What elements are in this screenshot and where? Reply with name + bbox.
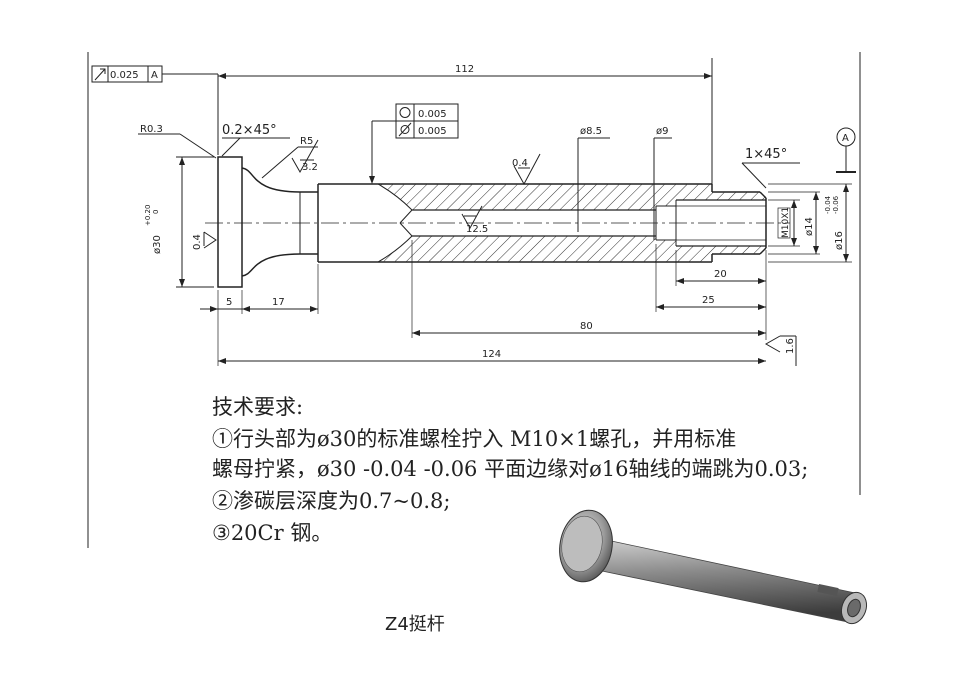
fillet-radius-label: R5 bbox=[300, 136, 313, 147]
dimension-counterbore-length: 25 bbox=[655, 244, 766, 312]
end-chamfer-label: 1×45° bbox=[745, 147, 787, 162]
bore-length-label: 80 bbox=[580, 321, 593, 332]
dimension-thread-length: 20 bbox=[675, 250, 767, 340]
neck-length-label: 17 bbox=[272, 297, 285, 308]
thread-label: M10X1 bbox=[781, 207, 791, 238]
cylindricity-icon bbox=[398, 122, 412, 137]
circle-icon bbox=[399, 107, 411, 118]
requirement-1-line-a: ①行头部为ø30的标准螺栓拧入 M10×1螺孔，并用标准 bbox=[212, 427, 737, 451]
head-thickness-label: 5 bbox=[226, 297, 232, 308]
part-section-view bbox=[205, 156, 790, 288]
runout-tolerance-frame: 0.025 A bbox=[91, 65, 219, 155]
overall-124-label: 124 bbox=[482, 349, 501, 360]
head-radius-label: R0.3 bbox=[140, 124, 163, 135]
roughness-bore-label: 12.5 bbox=[466, 224, 488, 235]
roughness-shank-symbol: 0.4 bbox=[512, 153, 541, 186]
shank-tol-lower: -0.06 bbox=[832, 195, 840, 214]
neck-diameter-label: ø14 bbox=[804, 217, 815, 236]
dimension-head-neck: 5 17 bbox=[200, 264, 319, 314]
requirement-1-line-b: 螺母拧紧，ø30 -0.04 -0.06 平面边缘对ø16轴线的端跳为0.03; bbox=[212, 457, 809, 481]
datum-a-marker: A bbox=[836, 127, 856, 173]
roughness-3-2-label: 3.2 bbox=[302, 162, 318, 173]
roughness-shank-label: 0.4 bbox=[512, 158, 528, 169]
shank-diameter-label: ø16 bbox=[834, 231, 845, 250]
roughness-face-symbol: 0.4 bbox=[192, 231, 217, 250]
cylindricity-value: 0.005 bbox=[418, 126, 447, 137]
figure-caption: Z4挺杆 bbox=[385, 614, 445, 635]
dimension-head-diameter: ø30 +0.20 0 bbox=[144, 156, 214, 288]
shank-tol-upper: -0.04 bbox=[824, 195, 832, 214]
roughness-bore-symbol: 12.5 bbox=[461, 205, 488, 235]
form-tolerance-frame: 0.005 0.005 bbox=[369, 103, 459, 184]
head-diameter-tol-lower: 0 bbox=[152, 210, 160, 214]
dimension-112: 112 bbox=[218, 58, 713, 190]
runout-datum: A bbox=[151, 70, 158, 81]
requirement-3: ③20Cr 钢。 bbox=[212, 521, 333, 545]
roughness-general-symbol: 1.6 bbox=[764, 335, 797, 366]
thread-length-label: 20 bbox=[714, 269, 727, 280]
counterbore-length-label: 25 bbox=[702, 295, 715, 306]
tappet-3d-render bbox=[559, 509, 868, 625]
roughness-general-label: 1.6 bbox=[785, 338, 796, 354]
head-diameter-label: ø30 bbox=[152, 235, 163, 254]
render-head bbox=[559, 509, 613, 583]
roughness-3-2-symbol: 3.2 bbox=[291, 139, 319, 174]
runout-value: 0.025 bbox=[110, 70, 139, 81]
roughness-face-label: 0.4 bbox=[192, 234, 203, 250]
requirements-title: 技术要求: bbox=[212, 395, 304, 419]
render-shaft bbox=[577, 535, 868, 625]
dimension-overall-124: 124 bbox=[217, 290, 766, 366]
runout-icon bbox=[94, 68, 106, 81]
head-chamfer-label: 0.2×45° bbox=[222, 123, 277, 138]
requirement-2: ②渗碳层深度为0.7~0.8; bbox=[212, 489, 451, 513]
dimension-bore-length: 80 bbox=[411, 240, 766, 338]
counterbore-diameter-label: ø9 bbox=[656, 126, 668, 137]
roundness-value: 0.005 bbox=[418, 109, 447, 120]
datum-a-label: A bbox=[842, 133, 849, 144]
bore-diameter-label: ø8.5 bbox=[580, 126, 602, 137]
dimension-right-diameters: M10X1 ø14 ø16 -0.04 -0.06 bbox=[768, 183, 852, 263]
dim-112-label: 112 bbox=[455, 64, 474, 75]
head-diameter-tol-upper: +0.20 bbox=[144, 205, 152, 226]
